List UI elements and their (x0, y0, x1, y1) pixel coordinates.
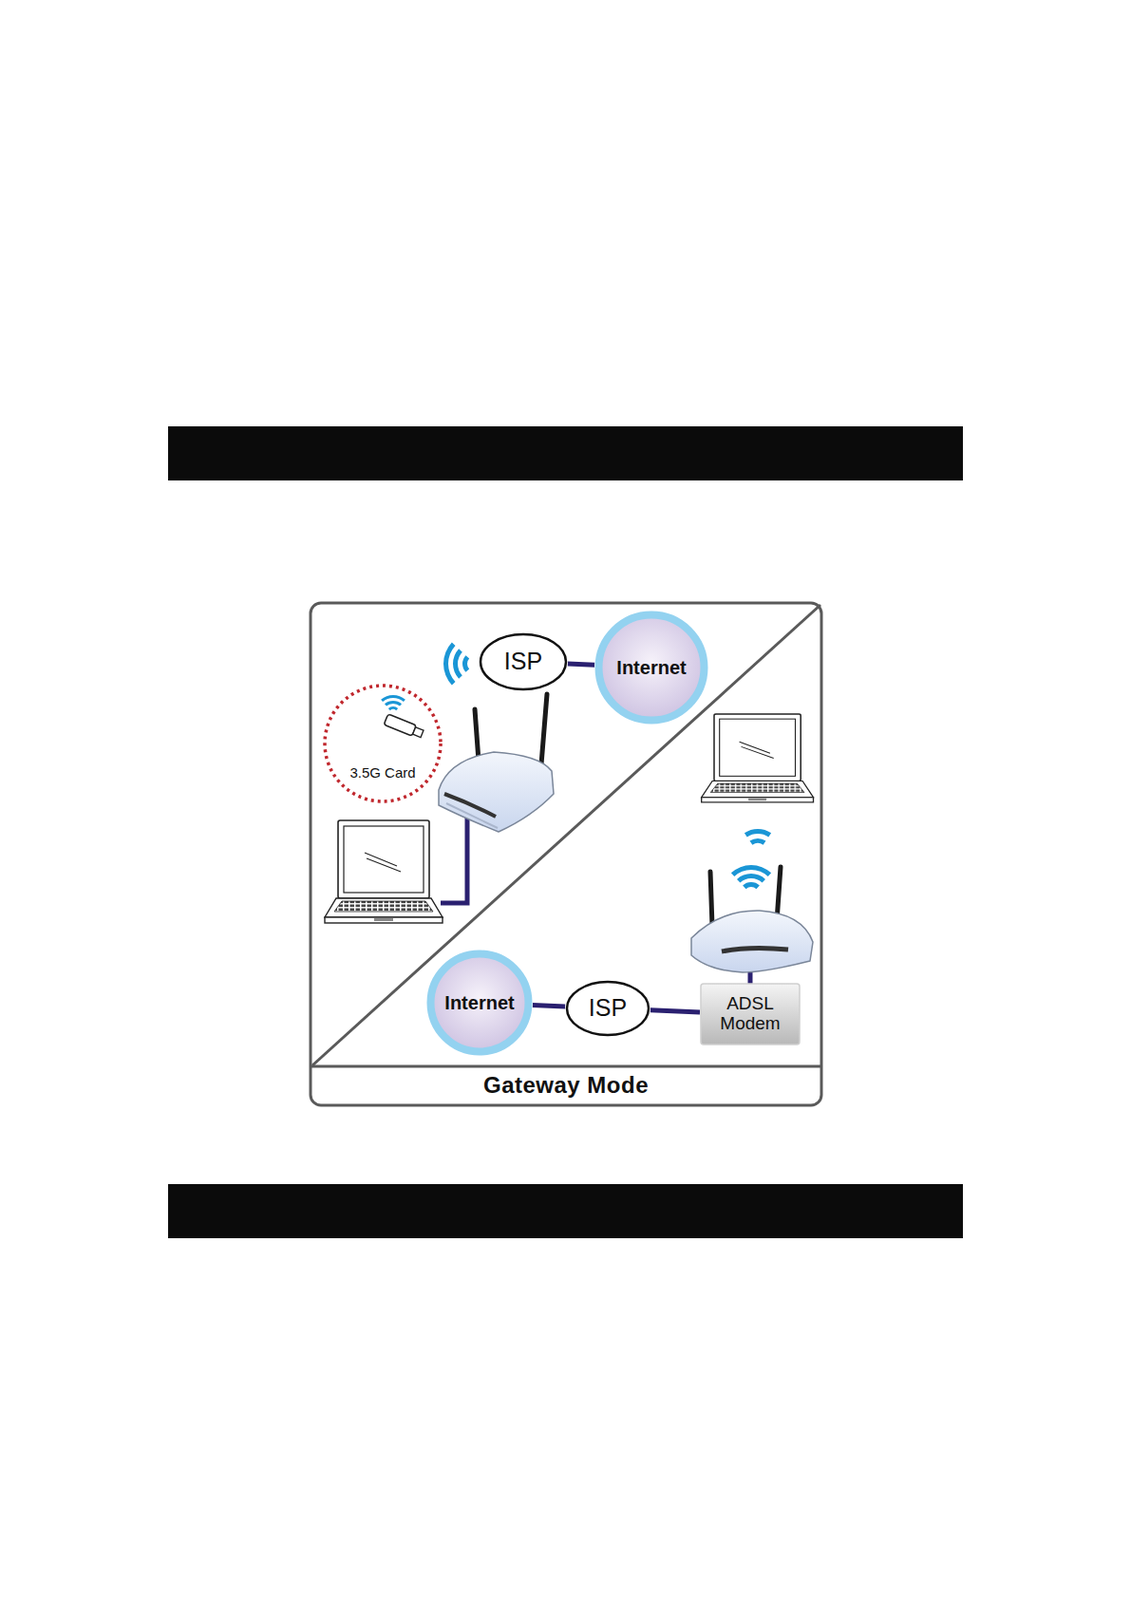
circle-outline (431, 954, 529, 1053)
wireless-waves (380, 642, 772, 890)
node-label: Internet (444, 992, 514, 1014)
box-outline (700, 983, 800, 1045)
modem-box: ADSL Modem (699, 982, 801, 1046)
link-line (650, 1010, 700, 1013)
wave-arc (731, 865, 772, 877)
wave-arc (388, 706, 398, 711)
frame (310, 603, 822, 1106)
node-label: ISP (504, 648, 543, 676)
wave-arc (750, 838, 767, 846)
wave-arc (380, 695, 406, 702)
diagonal-divider (312, 604, 821, 1066)
card-callout-outline (322, 683, 443, 804)
laptop (324, 820, 443, 924)
node-label: 3.5G Card (349, 765, 415, 782)
wave-arc (452, 648, 463, 679)
link-line (567, 663, 595, 665)
wave-arc (742, 882, 760, 889)
ellipse-outline (566, 981, 649, 1036)
router (691, 867, 813, 973)
wave-arc (443, 642, 456, 686)
ethernet-wire (440, 814, 468, 904)
node-label: Gateway Mode (483, 1073, 649, 1098)
circle-outline (599, 615, 705, 721)
internet-circle: Internet (426, 949, 533, 1056)
node-label: ADSL Modem (705, 994, 795, 1035)
wave-arc (736, 873, 766, 884)
link-line (532, 1004, 566, 1007)
laptop (701, 714, 814, 803)
router (438, 694, 554, 832)
usb-modem (383, 714, 425, 739)
internet-circle: Internet (594, 610, 709, 725)
mode-band: Gateway Mode (311, 1067, 821, 1105)
ellipse-outline (480, 634, 566, 690)
card-callout: 3.5G Card (322, 683, 443, 804)
isp-ellipse: ISP (565, 980, 651, 1037)
node-label: ISP (588, 995, 627, 1022)
dotted-circle (324, 685, 441, 802)
header-bar (168, 1184, 963, 1239)
wave-arc (462, 655, 470, 673)
node-label: Internet (616, 657, 686, 679)
isp-ellipse: ISP (478, 632, 568, 692)
band-divider (311, 1065, 821, 1069)
header-bar (168, 426, 963, 481)
wave-arc (384, 700, 402, 707)
wave-arc (744, 829, 772, 837)
